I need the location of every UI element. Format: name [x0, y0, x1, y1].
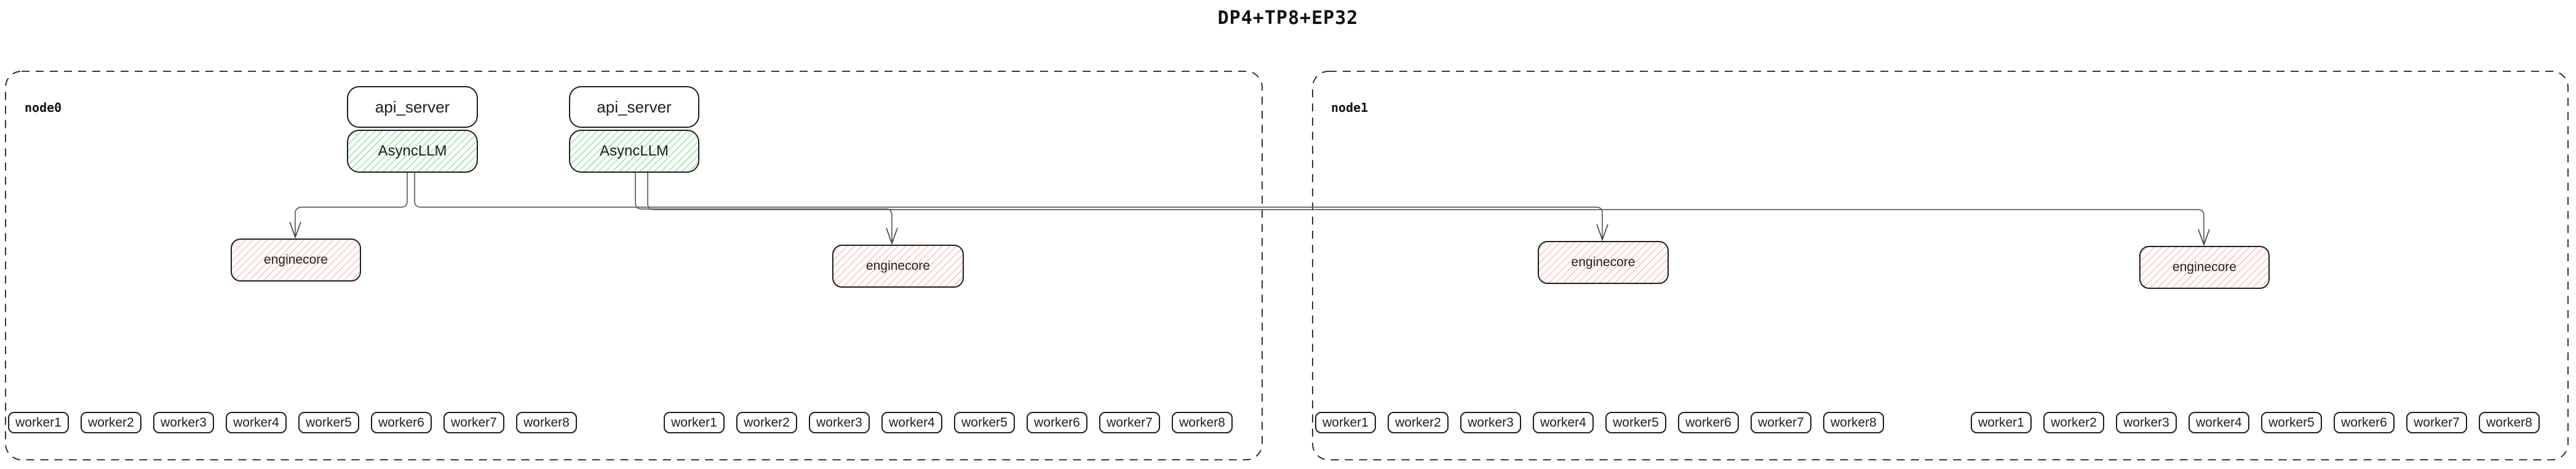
arrowhead-enginecore3: [1596, 224, 1608, 242]
node1-label: node1: [1331, 100, 1369, 115]
diagram-title: DP4+TP8+EP32: [1217, 7, 1359, 29]
worker-box: worker6: [2334, 412, 2395, 433]
worker-box: worker5: [2261, 412, 2322, 433]
worker-box: worker3: [1460, 412, 1521, 433]
node1-worker-group-2: worker1 worker2 worker3 worker4 worker5 worke…: [1971, 412, 2540, 433]
worker-box: worker4: [881, 412, 942, 433]
worker-box: worker4: [226, 412, 287, 433]
worker-box: worker2: [736, 412, 797, 433]
worker-box: worker3: [809, 412, 870, 433]
worker-box: worker4: [1533, 412, 1594, 433]
worker-box: worker5: [298, 412, 359, 433]
worker-box: worker7: [443, 412, 504, 433]
worker-box: worker3: [153, 412, 214, 433]
asyncllm-box-2: AsyncLLM: [569, 130, 699, 173]
worker-box: worker4: [2188, 412, 2249, 433]
connector-asyncllm2-enginecore4: [647, 172, 2204, 243]
node0-worker-group-2: worker1 worker2 worker3 worker4 worker5 worke…: [664, 412, 1233, 433]
enginecore-box-4: enginecore: [2139, 246, 2270, 289]
enginecore-box-1: enginecore: [231, 238, 361, 282]
worker-box: worker5: [954, 412, 1015, 433]
worker-box: worker1: [8, 412, 69, 433]
enginecore-box-2: enginecore: [832, 245, 964, 288]
worker-box: worker7: [1751, 412, 1811, 433]
worker-box: worker1: [1971, 412, 2032, 433]
api-server-box-1: api_server: [347, 86, 478, 128]
node0-border: [5, 71, 1263, 460]
connector-asyncllm1-enginecore1: [295, 173, 408, 236]
node0-label: node0: [25, 100, 62, 115]
arrowhead-enginecore4: [2198, 229, 2210, 246]
node1-worker-group-1: worker1 worker2 worker3 worker4 worker5 worke…: [1315, 412, 1884, 433]
worker-box: worker8: [2479, 412, 2540, 433]
worker-box: worker7: [1099, 412, 1160, 433]
arrowhead-enginecore2: [886, 227, 898, 245]
worker-box: worker6: [371, 412, 432, 433]
node1-border: [1312, 71, 2569, 460]
worker-box: worker6: [1027, 412, 1087, 433]
worker-box: worker1: [1315, 412, 1376, 433]
asyncllm-box-1: AsyncLLM: [347, 130, 478, 173]
api-server-box-2: api_server: [569, 86, 699, 128]
worker-box: worker2: [2043, 412, 2104, 433]
worker-box: worker8: [1823, 412, 1884, 433]
worker-box: worker5: [1605, 412, 1666, 433]
enginecore-box-3: enginecore: [1538, 241, 1669, 284]
worker-box: worker7: [2406, 412, 2467, 433]
worker-box: worker2: [1388, 412, 1449, 433]
worker-box: worker6: [1678, 412, 1739, 433]
connector-asyncllm1-enginecore3: [414, 173, 1603, 238]
connector-asyncllm2-enginecore2: [635, 172, 892, 242]
worker-box: worker3: [2116, 412, 2177, 433]
worker-box: worker2: [81, 412, 141, 433]
arrowhead-enginecore1: [289, 221, 301, 239]
worker-box: worker8: [516, 412, 577, 433]
worker-box: worker1: [664, 412, 725, 433]
node0-worker-group-1: worker1 worker2 worker3 worker4 worker5 worke…: [8, 412, 577, 433]
worker-box: worker8: [1172, 412, 1233, 433]
